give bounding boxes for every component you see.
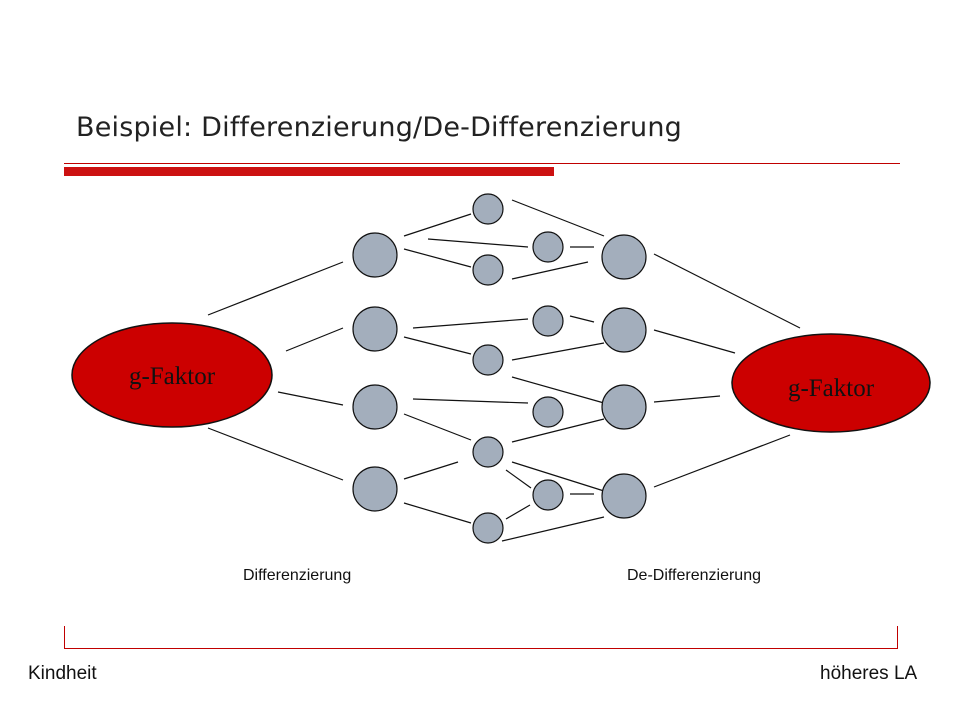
edge [511, 261, 589, 280]
edge [403, 413, 472, 441]
node [532, 396, 564, 428]
timeline-end-label: höheres LA [820, 663, 918, 684]
phase-label-de-differenzierung: De-Differenzierung [627, 567, 761, 584]
edge [653, 395, 721, 403]
edge [511, 342, 605, 361]
node [472, 512, 504, 544]
node [601, 384, 647, 430]
edge [653, 329, 736, 354]
node [601, 307, 647, 353]
node [532, 231, 564, 263]
timeline-start-label: Kindheit [28, 663, 97, 684]
node [352, 466, 398, 512]
right-g-factor-label: g-Faktor [788, 375, 875, 402]
node [472, 344, 504, 376]
edge [285, 327, 344, 352]
edge [412, 398, 529, 404]
phase-label-differenzierung: Differenzierung [243, 567, 352, 584]
edge [207, 261, 344, 316]
node [601, 234, 647, 280]
node [532, 305, 564, 337]
edge [403, 336, 472, 355]
node [472, 193, 504, 225]
timeline-bracket [64, 626, 898, 649]
edge [412, 318, 529, 329]
title-underline-thick [64, 167, 554, 176]
edge [511, 199, 605, 237]
edge [511, 418, 605, 443]
network-nodes [352, 193, 647, 544]
edge [653, 434, 791, 488]
edge [403, 502, 472, 524]
edge [511, 376, 605, 404]
edge [403, 248, 472, 268]
connection-lines [207, 199, 801, 542]
edge [403, 213, 472, 237]
right-g-factor-ellipse [731, 333, 931, 433]
left-g-factor-label: g-Faktor [129, 363, 216, 390]
edge [511, 461, 605, 492]
edge [505, 504, 531, 520]
edge [277, 391, 344, 406]
edge [427, 238, 529, 248]
node [601, 473, 647, 519]
title-underline-thin [64, 163, 900, 164]
edge [403, 461, 459, 480]
node [352, 232, 398, 278]
edge [207, 427, 344, 481]
node [352, 384, 398, 430]
node [352, 306, 398, 352]
edge [505, 469, 532, 489]
slide-title: Beispiel: Differenzierung/De-Differenzie… [76, 112, 682, 143]
edge [653, 253, 801, 329]
node [472, 254, 504, 286]
node [472, 436, 504, 468]
node [532, 479, 564, 511]
edge [501, 516, 605, 542]
left-g-factor-ellipse [71, 322, 273, 428]
edge [569, 315, 595, 323]
